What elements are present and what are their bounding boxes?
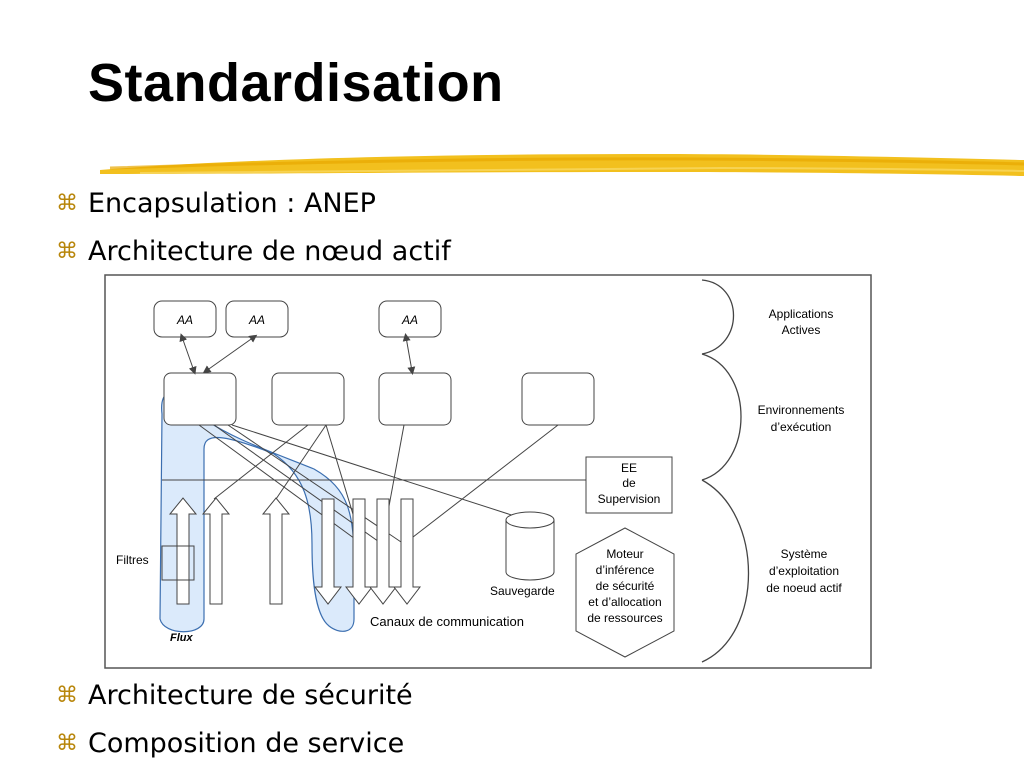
upward-arrow-3 (261, 497, 291, 605)
flux-label: Flux (170, 632, 193, 644)
moteur-line-2: d’inférence (596, 563, 655, 577)
sauvegarde-label: Sauvegarde (490, 584, 555, 598)
brace-environnements (701, 353, 742, 481)
filtres-box (161, 545, 195, 581)
canaux-label: Canaux de communication (370, 614, 524, 629)
bullet-architecture-securite: ⌘ Architecture de sécurité (56, 680, 413, 711)
bullet-architecture-noeud: ⌘ Architecture de nœud actif (56, 236, 451, 267)
ee-box-3 (378, 372, 452, 426)
bullet-composition-service: ⌘ Composition de service (56, 728, 404, 759)
layer-applications-line-1: Applications (769, 307, 834, 321)
brace-systeme (701, 479, 749, 663)
aa-label-1: AA (176, 313, 193, 327)
command-icon: ⌘ (56, 239, 78, 264)
downward-arrow-2 (344, 498, 374, 605)
filtres-label: Filtres (116, 553, 149, 567)
ee-box-1 (163, 372, 237, 426)
moteur-line-1: Moteur (606, 547, 643, 561)
bullet-text: Composition de service (88, 728, 405, 759)
command-icon: ⌘ (56, 731, 78, 756)
bullet-text: Architecture de nœud actif (88, 236, 451, 267)
sauvegarde-cylinder (505, 520, 555, 581)
aa-label-2: AA (248, 313, 265, 327)
moteur-hexagon (575, 527, 675, 658)
aa-label-3: AA (401, 313, 418, 327)
ee-box-4 (521, 372, 595, 426)
active-node-architecture-diagram: AA AA AA Filtres Flux Sauvegarde Canaux … (104, 274, 872, 669)
bullet-encapsulation: ⌘ Encapsulation : ANEP (56, 188, 376, 219)
ee-supervision-line-3: Supervision (598, 492, 661, 506)
ee-supervision-line-2: de (622, 476, 636, 490)
layer-environnements-line-2: d’exécution (771, 420, 832, 434)
upward-arrow-1 (168, 497, 198, 605)
layer-systeme-line-2: d’exploitation (769, 564, 839, 578)
ee-box-2 (271, 372, 345, 426)
moteur-line-5: de ressources (587, 611, 662, 625)
moteur-line-4: et d’allocation (588, 595, 661, 609)
slide-title: Standardisation (88, 53, 504, 113)
brace-applications (701, 279, 734, 355)
moteur-line-3: de sécurité (596, 579, 655, 593)
layer-applications-line-2: Actives (782, 323, 821, 337)
layer-systeme-line-1: Système (781, 547, 828, 561)
upward-arrow-2 (201, 497, 231, 605)
downward-arrow-1 (313, 498, 343, 605)
diagram-frame (104, 274, 872, 669)
ee-supervision-line-1: EE (621, 461, 637, 475)
command-icon: ⌘ (56, 683, 78, 708)
layer-systeme-line-3: de noeud actif (766, 581, 842, 595)
bullet-text: Encapsulation : ANEP (88, 188, 376, 219)
ee-supervision-box (585, 456, 673, 514)
downward-arrow-4 (392, 498, 422, 605)
command-icon: ⌘ (56, 191, 78, 216)
bullet-text: Architecture de sécurité (88, 680, 413, 711)
downward-arrow-3 (368, 498, 398, 605)
title-underline-brushstroke (100, 154, 1024, 176)
layer-environnements-line-1: Environnements (758, 403, 845, 417)
